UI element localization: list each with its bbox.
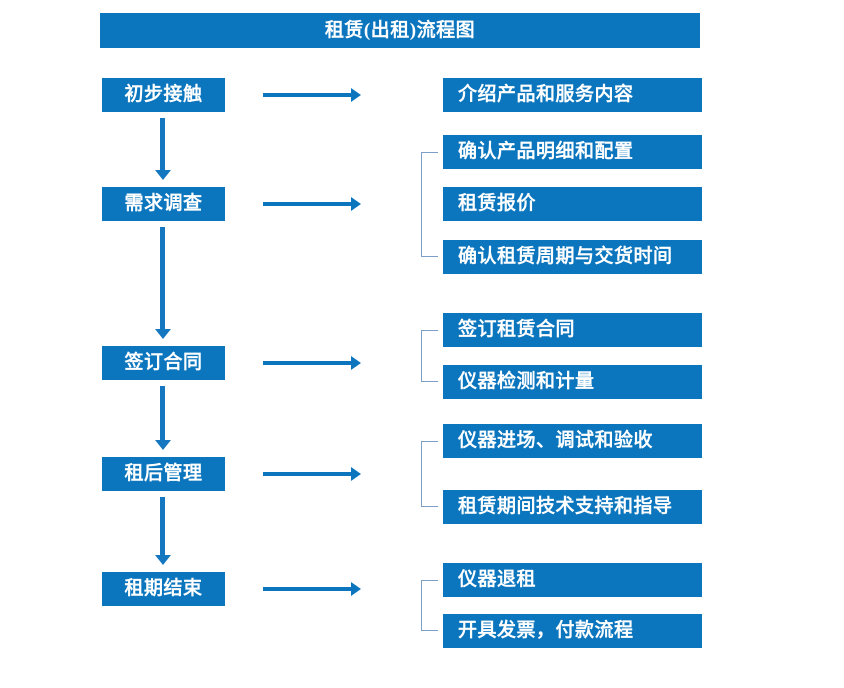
arrow-shaft [263, 587, 352, 591]
detail-box-3[interactable]: 租赁报价 [443, 187, 702, 221]
detail-box-8[interactable]: 租赁期间技术支持和指导 [443, 490, 702, 524]
stage-box-3[interactable]: 签订合同 [102, 346, 225, 380]
vertical-arrow-1-to-2 [155, 118, 171, 180]
arrow-shaft [263, 93, 352, 97]
detail-box-1[interactable]: 介绍产品和服务内容 [443, 78, 702, 112]
detail-box-10[interactable]: 开具发票，付款流程 [443, 614, 702, 648]
stage-box-5[interactable]: 租期结束 [102, 572, 225, 606]
arrow-head [351, 197, 361, 211]
group-bracket-5 [421, 580, 438, 631]
stage-box-4[interactable]: 租后管理 [102, 457, 225, 491]
stage-box-2[interactable]: 需求调查 [102, 187, 225, 221]
horizontal-arrow-4 [263, 467, 361, 481]
detail-box-2[interactable]: 确认产品明细和配置 [443, 135, 702, 169]
horizontal-arrow-3 [263, 356, 361, 370]
horizontal-arrow-1 [263, 88, 361, 102]
detail-box-9[interactable]: 仪器退租 [443, 563, 702, 597]
arrow-head [155, 555, 171, 565]
stage-box-1[interactable]: 初步接触 [102, 78, 225, 112]
arrow-head [351, 582, 361, 596]
vertical-arrow-2-to-3 [155, 227, 171, 339]
group-bracket-3 [421, 330, 438, 382]
group-bracket-4 [421, 441, 438, 507]
arrow-shaft [160, 497, 165, 555]
arrow-head [351, 88, 361, 102]
arrow-shaft [263, 472, 352, 476]
arrow-shaft [160, 118, 165, 170]
detail-box-4[interactable]: 确认租赁周期与交货时间 [443, 240, 702, 274]
horizontal-arrow-5 [263, 582, 361, 596]
arrow-head [351, 356, 361, 370]
arrow-shaft [263, 202, 352, 206]
arrow-head [351, 467, 361, 481]
detail-box-6[interactable]: 仪器检测和计量 [443, 365, 702, 399]
arrow-head [155, 170, 171, 180]
arrow-head [155, 329, 171, 339]
horizontal-arrow-2 [263, 197, 361, 211]
arrow-shaft [160, 227, 165, 329]
vertical-arrow-3-to-4 [155, 386, 171, 450]
arrow-shaft [160, 386, 165, 440]
group-bracket-2 [421, 152, 438, 257]
vertical-arrow-4-to-5 [155, 497, 171, 565]
diagram-title: 租赁(出租)流程图 [100, 13, 700, 48]
detail-box-7[interactable]: 仪器进场、调试和验收 [443, 424, 702, 458]
arrow-head [155, 440, 171, 450]
arrow-shaft [263, 361, 352, 365]
detail-box-5[interactable]: 签订租赁合同 [443, 313, 702, 347]
